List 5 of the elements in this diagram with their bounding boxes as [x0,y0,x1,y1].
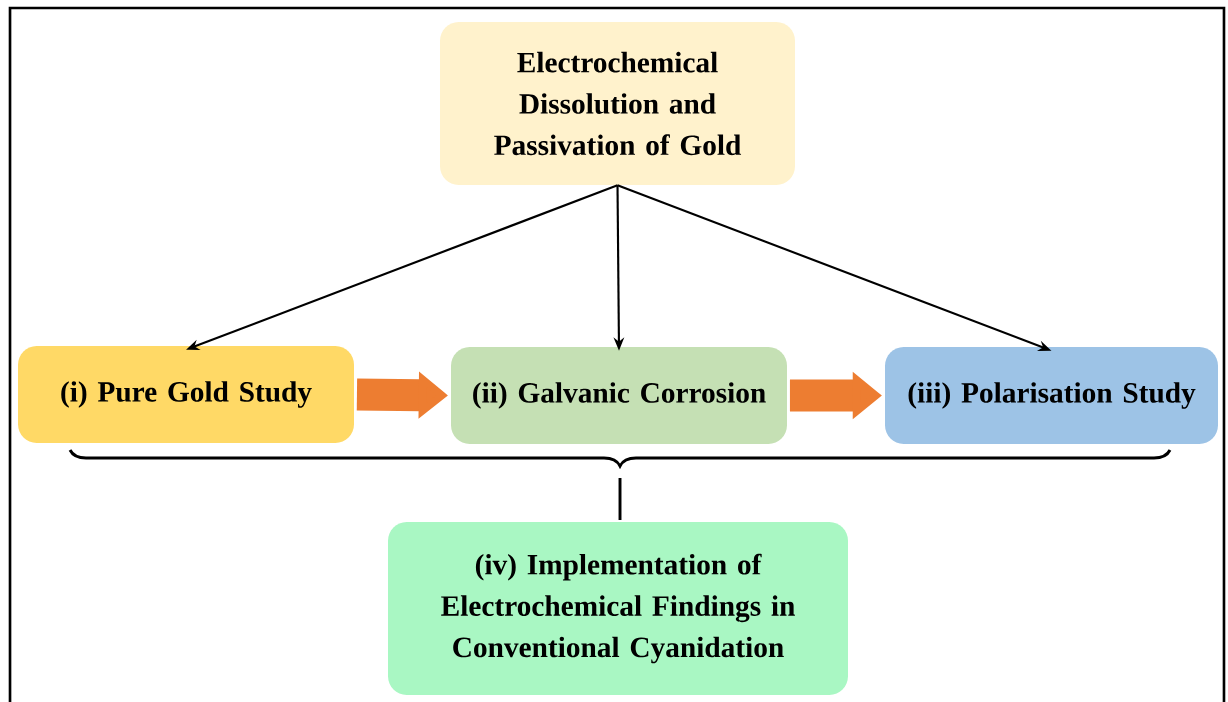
step-box: (iii) Polarisation Study [885,347,1218,444]
step-box: (ii) Galvanic Corrosion [451,347,787,444]
step-box: (i) Pure Gold Study [18,346,354,443]
topic-box: Electrochemical Dissolution and Passivation of Gold [440,22,795,185]
outcome-box: (iv) Implementation of Electrochemical Findings in Conventional Cyanidation [388,522,848,695]
